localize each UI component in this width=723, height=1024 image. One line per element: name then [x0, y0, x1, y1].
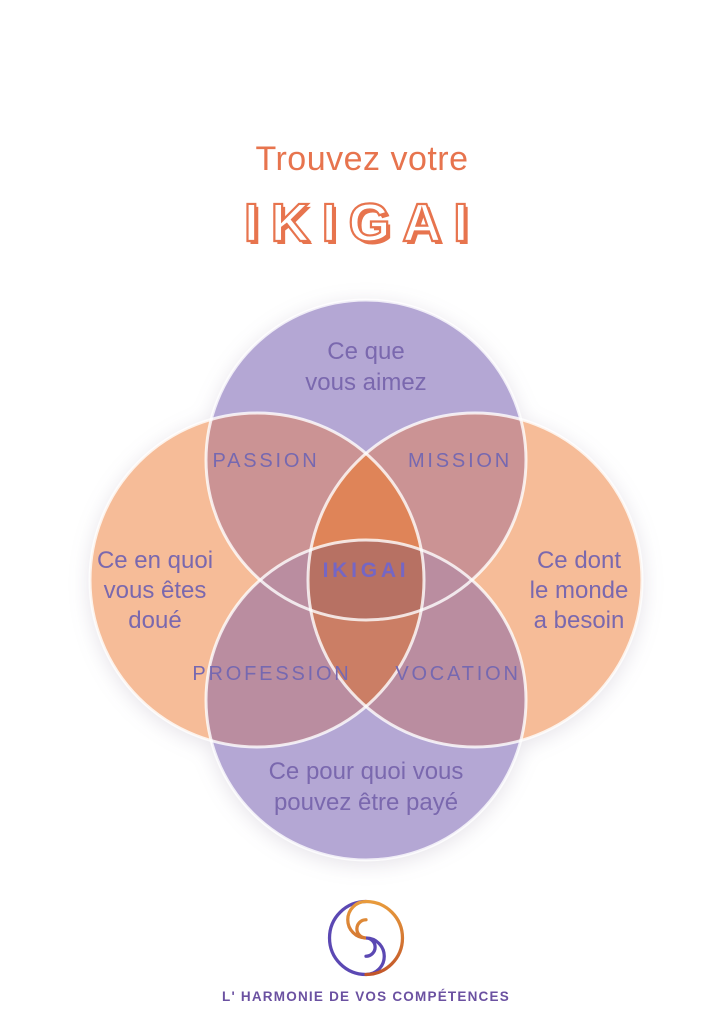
bottom-circle-label: Ce pour quoi vous pouvez être payé — [216, 756, 516, 818]
bottom-circle-label-line2: pouvez être payé — [273, 789, 459, 816]
mission-label: MISSION — [407, 450, 513, 472]
right-circle-outline — [306, 411, 644, 749]
passion-label: PASSION — [212, 450, 320, 472]
top-circle-label-line1: Ce que — [327, 338, 405, 365]
top-circle-label: Ce que vous aimez — [256, 336, 476, 398]
left-circle-outline — [88, 411, 426, 749]
harmony-swirl-icon — [327, 899, 405, 977]
top-circle-label-line2: vous aimez — [305, 369, 427, 396]
vocation-label: VOCATION — [395, 663, 521, 685]
harmony-logo — [318, 890, 414, 986]
ikigai-center-label: IKIGAI — [322, 559, 410, 582]
bottom-circle-label-line1: Ce pour quoi vous — [268, 758, 464, 785]
left-circle-label-line3: doué — [128, 607, 182, 634]
right-circle-label-line1: Ce dont — [536, 547, 622, 574]
left-circle-label-line2: vous êtes — [103, 577, 207, 604]
logo-swirl-purple — [327, 899, 386, 977]
right-circle-label: Ce dont le monde a besoin — [489, 546, 669, 636]
title-main: IKIGAI — [243, 192, 481, 254]
right-circle-label-line3: a besoin — [533, 607, 625, 634]
tagline: L' HARMONIE DE VOS COMPÉTENCES — [222, 989, 510, 1004]
right-circle-label-line2: le monde — [529, 577, 629, 604]
left-circle-label-line1: Ce en quoi — [96, 547, 214, 574]
profession-label: PROFESSION — [192, 663, 352, 685]
region-lens-salmon — [308, 540, 424, 747]
title-pre: Trouvez votre — [255, 140, 469, 178]
left-circle-label: Ce en quoi vous êtes doué — [65, 546, 245, 636]
top-circle-outline — [204, 298, 528, 622]
logo-swirl-orange — [346, 899, 405, 977]
bottom-circle-outline — [204, 538, 528, 862]
